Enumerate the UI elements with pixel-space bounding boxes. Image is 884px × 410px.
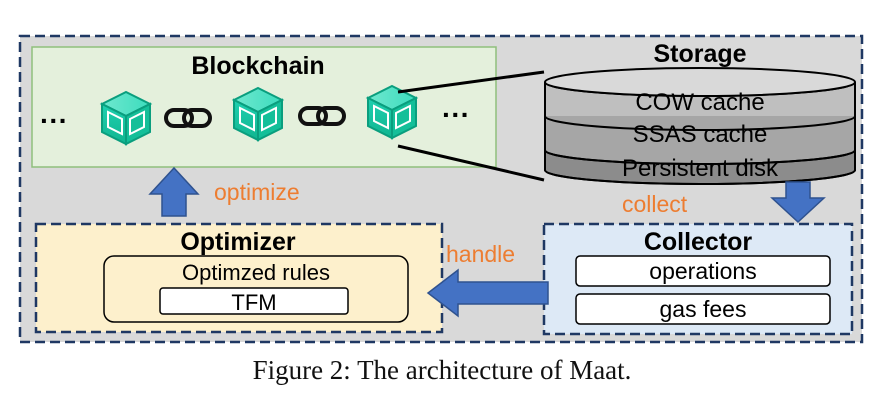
handle-arrow	[426, 268, 549, 318]
chain-link-icon	[164, 108, 212, 128]
handle-label: handle	[446, 241, 515, 267]
zoom-line-bottom	[397, 144, 545, 182]
storage-layer-ssas-cache: SSAS cache	[633, 121, 768, 148]
collect-arrow	[770, 181, 826, 224]
collector-item-gas-fees: gas fees	[660, 296, 747, 322]
tfm-box	[159, 287, 349, 315]
collector-item-operations: operations	[649, 258, 756, 284]
optimize-label: optimize	[214, 179, 300, 205]
optimize-arrow	[148, 166, 200, 217]
storage-layer-cow-cache: COW cache	[635, 89, 764, 116]
block-cube-icon	[365, 84, 419, 140]
block-cube-icon	[99, 90, 153, 146]
collector-title: Collector	[644, 228, 753, 256]
storage-layer-persistent-disk: Persistent disk	[622, 155, 779, 182]
storage-title: Storage	[653, 40, 746, 68]
storage-cylinder	[544, 67, 856, 185]
block-cube-icon	[231, 86, 285, 142]
collector-item-box	[575, 293, 831, 325]
tfm-label: TFM	[231, 290, 276, 315]
collector-item-box	[575, 255, 831, 287]
optimizer-title: Optimizer	[180, 228, 296, 256]
collect-label: collect	[622, 191, 688, 217]
blockchain-title: Blockchain	[191, 52, 324, 80]
chain-link-icon	[298, 106, 346, 126]
optimized-rules-label: Optimzed rules	[182, 260, 330, 285]
architecture-diagram: Blockchain ··· ··· Storage	[18, 34, 864, 344]
zoom-line-top	[397, 70, 545, 94]
ellipsis-left: ···	[40, 105, 68, 136]
ellipsis-right: ···	[442, 99, 470, 130]
figure-caption: Figure 2: The architecture of Maat.	[252, 355, 632, 385]
